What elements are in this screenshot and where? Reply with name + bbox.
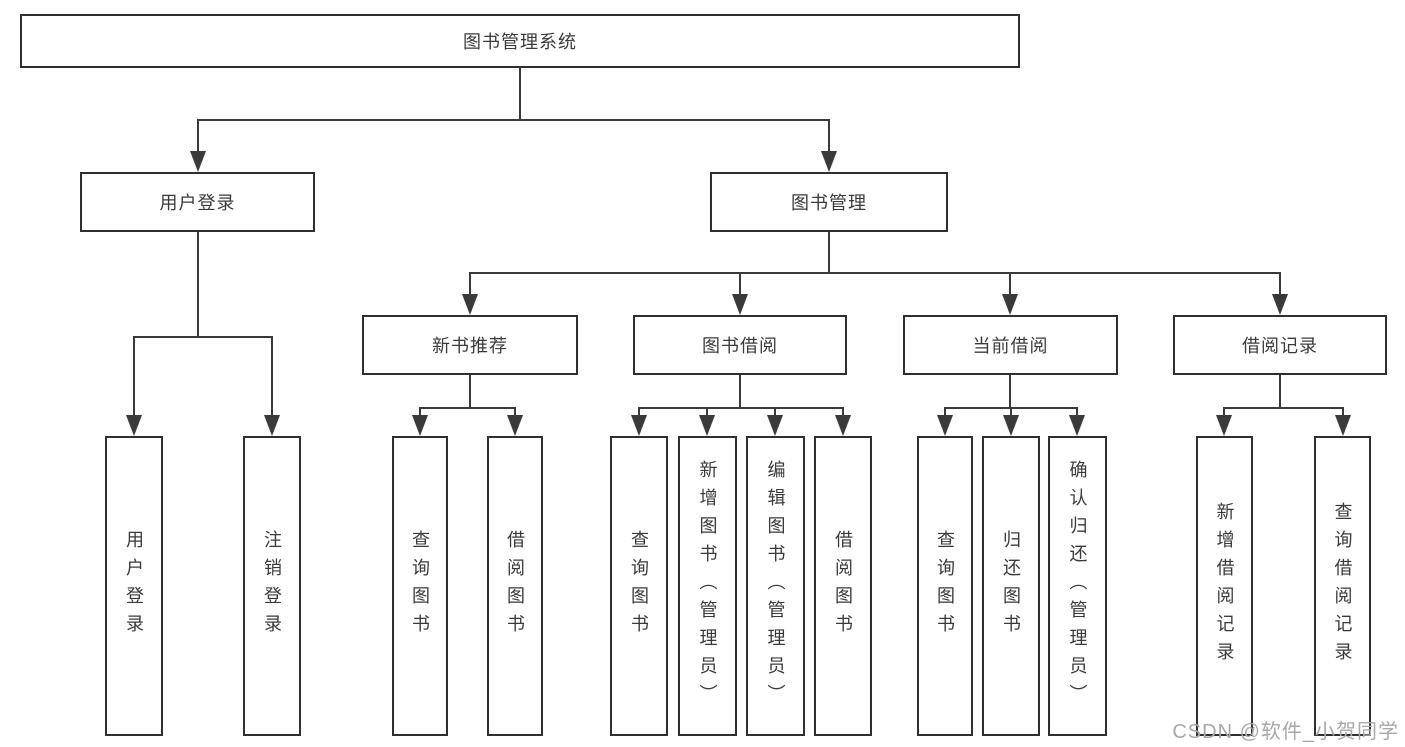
arrow-down-icon (462, 294, 478, 315)
diagram-node-label: 借阅图书 (505, 530, 525, 642)
connector-stem (419, 407, 421, 416)
connector-stem (1009, 272, 1011, 295)
arrow-down-icon (1069, 415, 1085, 436)
diagram-node-label: 用户登录 (159, 193, 236, 213)
connector-stem (1010, 407, 1012, 416)
diagram-node-label: 借阅记录 (1242, 336, 1318, 356)
connector-trunk (1009, 375, 1011, 409)
connector-stem (828, 119, 830, 152)
diagram-node-user-login-branch: 用户登录 (80, 172, 315, 232)
arrow-down-icon (1335, 415, 1351, 436)
connector-stem (638, 407, 640, 416)
arrow-down-icon (699, 415, 715, 436)
arrow-down-icon (1272, 294, 1288, 315)
diagram-node-leaf-borrow-book-2: 借阅图书 (814, 436, 872, 736)
watermark: CSDN @软件_小贺同学 (1172, 721, 1399, 743)
connector-stem (944, 407, 946, 416)
diagram-node-label: 用户登录 (124, 530, 144, 642)
connector-rail (419, 407, 516, 409)
diagram-node-book-management: 图书管理 (710, 172, 948, 232)
arrow-down-icon (126, 415, 142, 436)
arrow-down-icon (835, 415, 851, 436)
connector-stem (469, 272, 471, 295)
diagram-node-label: 归还图书 (1001, 530, 1021, 642)
arrow-down-icon (1003, 415, 1019, 436)
diagram-node-new-book-recommend: 新书推荐 (362, 315, 578, 375)
arrow-down-icon (190, 151, 206, 172)
diagram-node-borrow-records: 借阅记录 (1173, 315, 1387, 375)
connector-rail (638, 407, 844, 409)
diagram-node-label: 图书借阅 (702, 336, 778, 356)
connector-rail (133, 336, 273, 338)
connector-stem (739, 272, 741, 295)
diagram-node-root: 图书管理系统 (20, 14, 1020, 68)
diagram-node-leaf-confirm-return: 确认归还（管理员） (1048, 436, 1107, 736)
diagram-node-label: 注销登录 (262, 530, 282, 642)
arrow-down-icon (732, 294, 748, 315)
connector-stem (197, 119, 199, 152)
arrow-down-icon (1216, 415, 1232, 436)
diagram-node-label: 查询图书 (410, 530, 430, 642)
diagram-node-leaf-user-login: 用户登录 (105, 436, 163, 736)
diagram-node-label: 编辑图书（管理员） (765, 460, 786, 712)
arrow-down-icon (507, 415, 523, 436)
diagram-node-leaf-query-book-3: 查询图书 (917, 436, 973, 736)
diagram-node-label: 查询图书 (629, 530, 649, 642)
diagram-node-label: 图书管理系统 (463, 32, 577, 52)
connector-trunk (519, 68, 521, 121)
connector-trunk (1279, 375, 1281, 409)
diagram-node-current-borrow: 当前借阅 (903, 315, 1118, 375)
diagram-node-label: 图书管理 (791, 193, 867, 213)
connector-stem (514, 407, 516, 416)
diagram-node-leaf-logout: 注销登录 (243, 436, 301, 736)
connector-trunk (828, 232, 830, 274)
arrow-down-icon (767, 415, 783, 436)
connector-stem (842, 407, 844, 416)
connector-rail (469, 272, 1281, 274)
connector-stem (706, 407, 708, 416)
connector-stem (1342, 407, 1344, 416)
connector-stem (1279, 272, 1281, 295)
diagram-node-leaf-return-book: 归还图书 (982, 436, 1040, 736)
arrow-down-icon (412, 415, 428, 436)
diagram-node-leaf-query-book-1: 查询图书 (392, 436, 448, 736)
diagram-node-label: 新增图书（管理员） (697, 460, 718, 712)
diagram-node-leaf-query-book-2: 查询图书 (610, 436, 668, 736)
diagram-node-label: 新书推荐 (432, 336, 508, 356)
arrow-down-icon (821, 151, 837, 172)
diagram-node-leaf-add-book-admin: 新增图书（管理员） (678, 436, 737, 736)
diagram-node-label: 查询图书 (935, 530, 955, 642)
connector-stem (271, 336, 273, 416)
diagram-node-book-borrow: 图书借阅 (633, 315, 847, 375)
diagram-node-label: 确认归还（管理员） (1067, 460, 1088, 712)
connector-stem (1223, 407, 1225, 416)
connector-stem (133, 336, 135, 416)
arrow-down-icon (1002, 294, 1018, 315)
diagram-node-leaf-add-borrow-rec: 新增借阅记录 (1196, 436, 1253, 736)
connector-trunk (469, 375, 471, 409)
connector-trunk (197, 232, 199, 338)
connector-rail (1223, 407, 1344, 409)
diagram-node-leaf-query-borrow-rec: 查询借阅记录 (1314, 436, 1371, 736)
diagram-node-leaf-borrow-book-1: 借阅图书 (487, 436, 543, 736)
diagram-node-label: 当前借阅 (972, 336, 1049, 356)
diagram-node-leaf-edit-book-admin: 编辑图书（管理员） (746, 436, 805, 736)
arrow-down-icon (264, 415, 280, 436)
connector-rail (197, 119, 830, 121)
diagram-node-label: 借阅图书 (833, 530, 853, 642)
diagram-node-label: 新增借阅记录 (1214, 502, 1235, 670)
connector-trunk (739, 375, 741, 409)
diagram-node-label: 查询借阅记录 (1332, 502, 1353, 670)
arrow-down-icon (631, 415, 647, 436)
arrow-down-icon (937, 415, 953, 436)
connector-stem (1076, 407, 1078, 416)
connector-stem (774, 407, 776, 416)
